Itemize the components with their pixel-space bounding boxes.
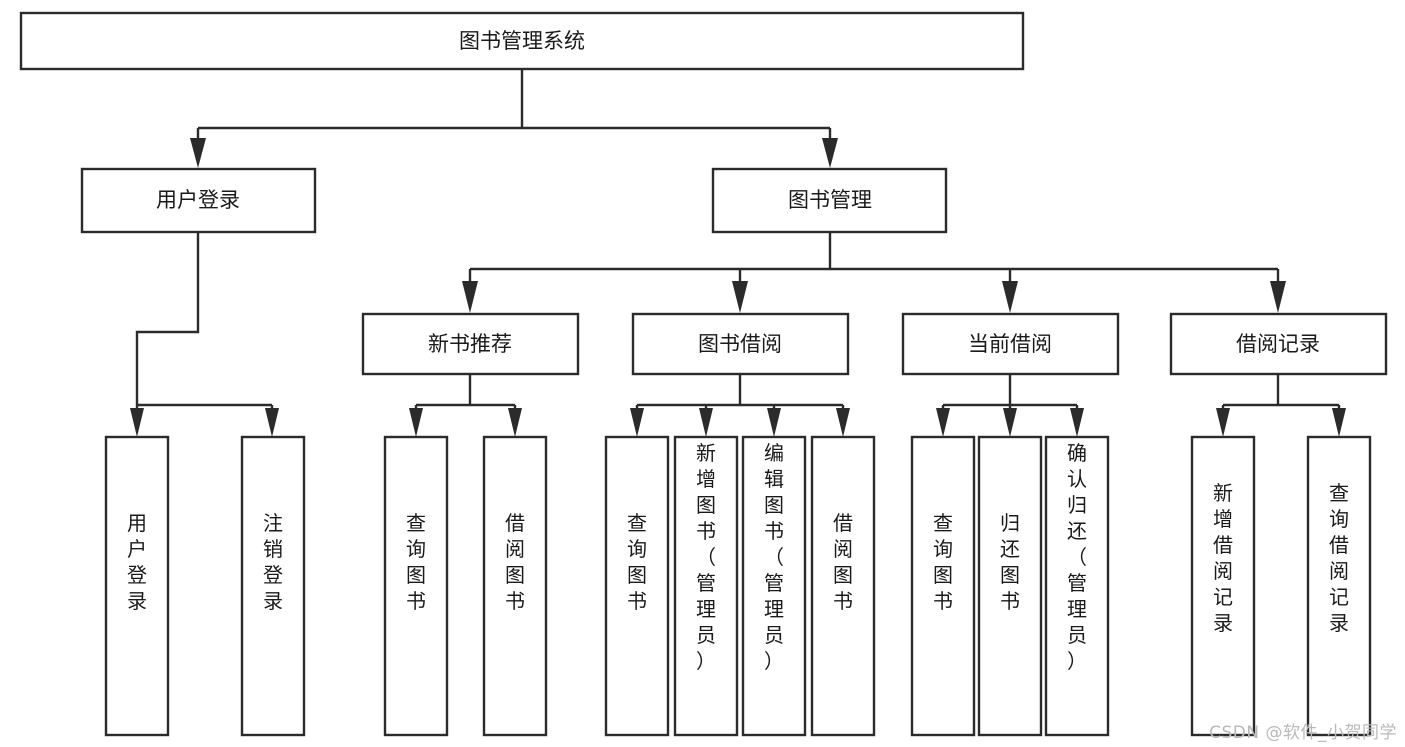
- leaf-book-borrow-1[interactable]: 查询图书: [604, 435, 670, 737]
- leaf-book-borrow-3-label: 编辑图书（管理员）: [764, 441, 784, 673]
- leaf-book-borrow-4-label: 借阅图书: [833, 511, 853, 613]
- node-new-book-recommend-label: 新书推荐: [428, 332, 512, 356]
- node-root[interactable]: 图书管理系统: [19, 11, 1025, 71]
- arrow-bm-to-book-borrow: [732, 281, 748, 313]
- leaf-new-book-2-label: 借阅图书: [505, 511, 525, 613]
- leaf-borrow-record-2-box[interactable]: [1306, 435, 1372, 737]
- arrow-cb-to-leaf2: [1003, 408, 1017, 437]
- arrow-cb-to-leaf3: [1070, 408, 1084, 437]
- node-new-book-recommend[interactable]: 新书推荐: [361, 312, 580, 376]
- leaf-new-book-1[interactable]: 查询图书: [383, 435, 449, 737]
- node-book-borrow-label: 图书借阅: [698, 332, 782, 356]
- leaf-current-borrow-1-box[interactable]: [910, 435, 976, 737]
- arrow-bb-to-leaf1: [630, 408, 644, 437]
- leaf-current-borrow-2-box[interactable]: [977, 435, 1043, 737]
- leaf-new-book-2[interactable]: 借阅图书: [482, 435, 548, 737]
- leaf-borrow-record-1-box[interactable]: [1190, 435, 1256, 737]
- node-book-manage-label: 图书管理: [788, 188, 872, 212]
- leaf-borrow-record-1[interactable]: 新增借阅记录: [1190, 435, 1256, 737]
- node-borrow-record-label: 借阅记录: [1236, 332, 1320, 356]
- leaf-new-book-2-box[interactable]: [482, 435, 548, 737]
- leaf-current-borrow-3-box[interactable]: [1044, 435, 1110, 737]
- node-root-label: 图书管理系统: [459, 29, 585, 53]
- arrow-bm-to-borrow-record: [1270, 281, 1286, 313]
- leaf-borrow-record-2-label: 查询借阅记录: [1329, 481, 1349, 635]
- node-borrow-record-box[interactable]: [1169, 312, 1388, 376]
- node-current-borrow-label: 当前借阅: [968, 332, 1052, 356]
- arrow-bb-to-leaf3: [767, 408, 781, 437]
- node-book-manage-box[interactable]: [711, 167, 948, 234]
- node-new-book-recommend-box[interactable]: [361, 312, 580, 376]
- leaf-user-login-1-box[interactable]: [104, 435, 170, 737]
- node-current-borrow[interactable]: 当前借阅: [901, 312, 1120, 376]
- node-user-login-label: 用户登录: [156, 188, 240, 212]
- arrow-ul-to-leaf2: [265, 408, 279, 437]
- leaf-current-borrow-1[interactable]: 查询图书: [910, 435, 976, 737]
- arrow-ul-to-leaf1: [130, 408, 144, 437]
- leaf-user-login-2-label: 注销登录: [263, 511, 283, 613]
- leaf-book-borrow-4[interactable]: 借阅图书: [810, 435, 876, 737]
- leaf-book-borrow-3[interactable]: 编辑图书（管理员）: [741, 435, 807, 737]
- arrow-nb-to-leaf2: [508, 408, 522, 437]
- leaf-user-login-2[interactable]: 注销登录: [240, 435, 306, 737]
- leaf-new-book-1-label: 查询图书: [406, 511, 426, 613]
- leaf-book-borrow-1-label: 查询图书: [627, 511, 647, 613]
- node-book-borrow[interactable]: 图书借阅: [631, 312, 850, 376]
- leaf-borrow-record-2[interactable]: 查询借阅记录: [1306, 435, 1372, 737]
- leaf-current-borrow-2-label: 归还图书: [1000, 511, 1020, 613]
- leaf-book-borrow-3-box[interactable]: [741, 435, 807, 737]
- leaf-current-borrow-3-label: 确认归还（管理员）: [1067, 441, 1087, 673]
- node-user-login-box[interactable]: [80, 167, 317, 234]
- leaf-user-login-1-label: 用户登录: [127, 511, 147, 613]
- leaf-user-login-2-box[interactable]: [240, 435, 306, 737]
- arrow-br-to-leaf2: [1332, 408, 1346, 437]
- edge-user-login-stem: [135, 233, 200, 405]
- node-book-manage[interactable]: 图书管理: [711, 167, 948, 234]
- leaf-borrow-record-1-label: 新增借阅记录: [1213, 481, 1233, 635]
- arrow-br-to-leaf1: [1216, 408, 1230, 437]
- node-root-box[interactable]: [19, 11, 1025, 71]
- node-borrow-record[interactable]: 借阅记录: [1169, 312, 1388, 376]
- leaf-user-login-1[interactable]: 用户登录: [104, 435, 170, 737]
- arrow-bb-to-leaf2: [699, 408, 713, 437]
- leaf-book-borrow-2-label: 新增图书（管理员）: [696, 441, 716, 673]
- leaf-current-borrow-3[interactable]: 确认归还（管理员）: [1044, 435, 1110, 737]
- arrow-bm-to-current-borrow: [1002, 281, 1018, 313]
- csdn-watermark: CSDN @软件_小贺同学: [1209, 723, 1397, 743]
- arrow-root-to-book-manage: [822, 138, 838, 168]
- arrow-nb-to-leaf1: [409, 408, 423, 437]
- connector-layer: [130, 70, 1346, 437]
- leaf-book-borrow-1-box[interactable]: [604, 435, 670, 737]
- leaf-book-borrow-2[interactable]: 新增图书（管理员）: [673, 435, 739, 737]
- leaf-book-borrow-4-box[interactable]: [810, 435, 876, 737]
- node-book-borrow-box[interactable]: [631, 312, 850, 376]
- arrow-bb-to-leaf4: [836, 408, 850, 437]
- arrow-bm-to-new-book: [462, 281, 478, 313]
- node-current-borrow-box[interactable]: [901, 312, 1120, 376]
- arrow-cb-to-leaf1: [936, 408, 950, 437]
- leaf-current-borrow-2[interactable]: 归还图书: [977, 435, 1043, 737]
- leaf-new-book-1-box[interactable]: [383, 435, 449, 737]
- arrow-root-to-user-login: [190, 138, 206, 168]
- node-user-login[interactable]: 用户登录: [80, 167, 317, 234]
- leaf-book-borrow-2-box[interactable]: [673, 435, 739, 737]
- leaf-current-borrow-1-label: 查询图书: [933, 511, 953, 613]
